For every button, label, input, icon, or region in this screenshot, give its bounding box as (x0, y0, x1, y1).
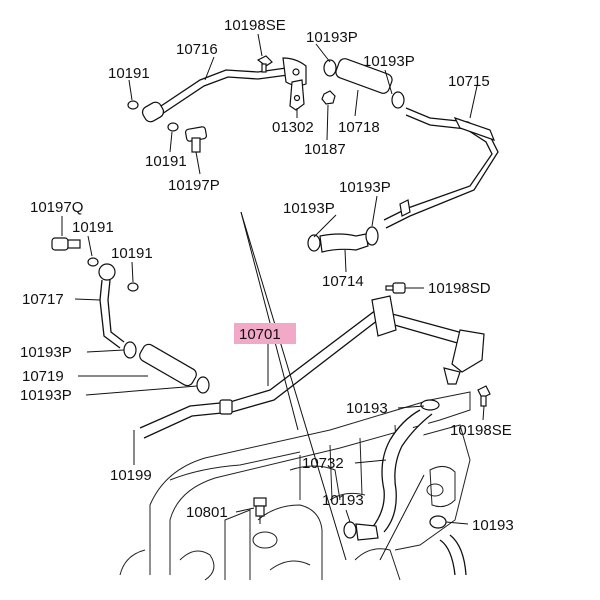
highlight-10701 (234, 323, 296, 344)
pipe-10716 (141, 57, 307, 123)
label-10193-a: 10193 (346, 400, 388, 417)
label-10191-b: 10191 (145, 153, 187, 170)
label-10191-a: 10191 (108, 65, 150, 82)
bolt-10197Q (51, 237, 81, 251)
label-01302: 01302 (272, 119, 314, 136)
label-10193-b: 10193 (322, 492, 364, 509)
label-10716: 10716 (176, 41, 218, 58)
label-10719: 10719 (22, 368, 64, 385)
bolt-10198SE-top (256, 55, 273, 73)
pipe-10715 (383, 107, 499, 229)
label-10198SD: 10198SD (428, 280, 491, 297)
hose-10719 (123, 341, 210, 394)
label-10701: 10701 (239, 326, 281, 343)
bracket-01302 (289, 79, 305, 111)
washers-10191-top (127, 100, 179, 132)
label-10193P-c: 10193P (339, 179, 391, 196)
label-10714: 10714 (322, 273, 364, 290)
label-10193P-e: 10193P (20, 344, 72, 361)
sensor-10801 (253, 497, 267, 524)
pipe-10701 (139, 295, 485, 439)
label-10198SE-bottom: 10198SE (450, 422, 512, 439)
label-10801: 10801 (186, 504, 228, 521)
label-10197P: 10197P (168, 177, 220, 194)
bolt-10197P (184, 126, 208, 153)
label-10193P-a: 10193P (306, 29, 358, 46)
engine-outline (119, 391, 471, 581)
label-10715: 10715 (448, 73, 490, 90)
nut-10187 (321, 90, 336, 105)
bolt-10198SD (385, 282, 406, 294)
callout-labels: 10198SE 10716 10193P 10193P 10191 10715 … (20, 17, 514, 534)
label-10199: 10199 (110, 467, 152, 484)
hose-10718 (323, 58, 405, 109)
label-10193-c: 10193 (472, 517, 514, 534)
washers-10191-left (87, 257, 139, 292)
label-10732: 10732 (302, 455, 344, 472)
label-10187: 10187 (304, 141, 346, 158)
label-10191-c: 10191 (72, 219, 114, 236)
label-10197Q: 10197Q (30, 199, 83, 216)
hose-10732 (343, 399, 440, 541)
label-10198SE-top: 10198SE (224, 17, 286, 34)
label-10191-d: 10191 (111, 245, 153, 262)
label-10718: 10718 (338, 119, 380, 136)
hose-10714 (307, 226, 379, 253)
label-10193P-f: 10193P (20, 387, 72, 404)
leader-lines (61, 33, 485, 561)
label-10717: 10717 (22, 291, 64, 308)
label-10193P-d: 10193P (283, 200, 335, 217)
bolt-10198SE-bottom (477, 385, 491, 407)
pipe-10717 (98, 263, 125, 349)
clamp-10193-bottom-right (429, 515, 467, 576)
label-10193P-b: 10193P (363, 53, 415, 70)
